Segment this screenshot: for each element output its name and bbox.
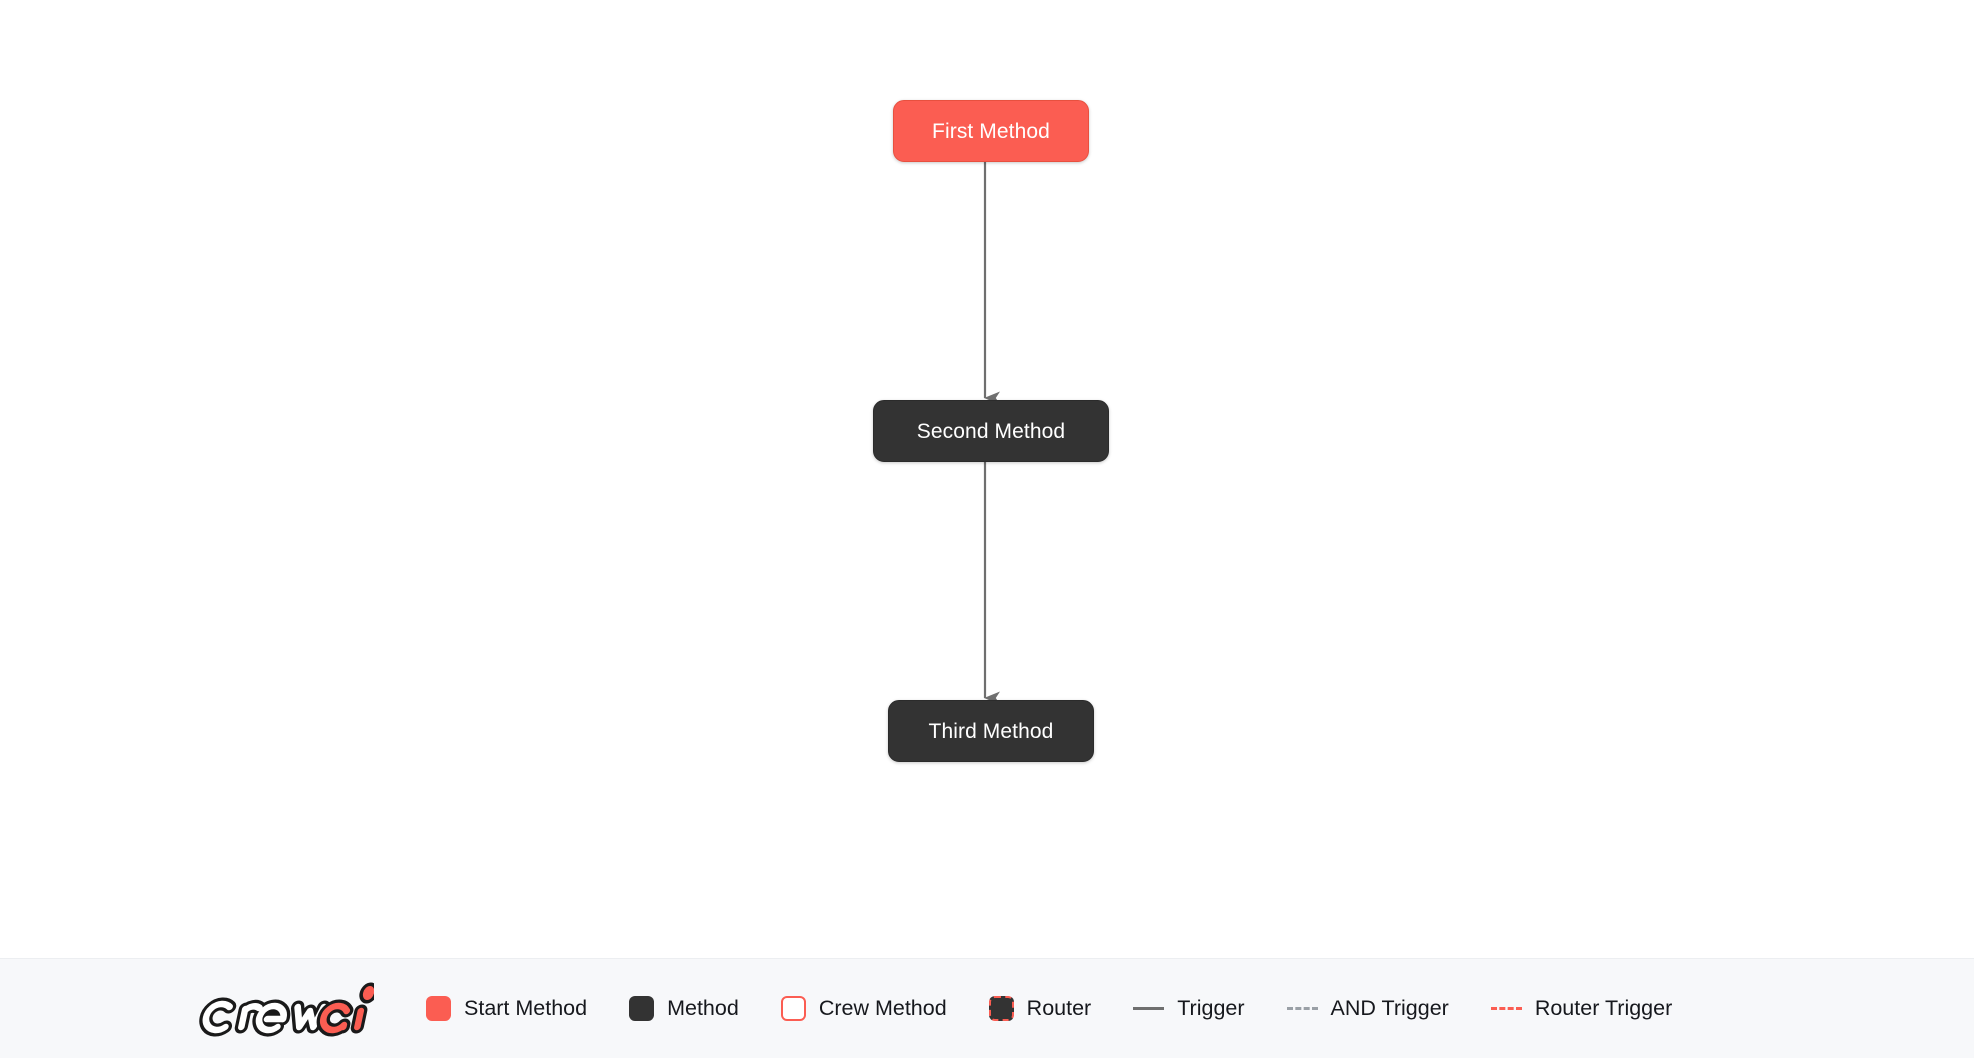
node-second-method[interactable]: Second Method <box>873 400 1109 462</box>
node-label: Third Method <box>928 719 1054 743</box>
legend-label: AND Trigger <box>1330 995 1449 1020</box>
crewai-logo <box>199 982 374 1036</box>
legend-item-crew-method[interactable]: Crew Method <box>780 995 947 1021</box>
trigger-line-icon <box>1133 1007 1165 1010</box>
router-swatch-icon <box>988 996 1014 1021</box>
legend-items: Start Method Method Crew Method Router T… <box>426 996 1672 1021</box>
legend-label: Crew Method <box>818 995 947 1020</box>
legend-label: Router Trigger <box>1534 995 1673 1020</box>
and-trigger-line-icon <box>1286 1007 1318 1010</box>
legend-item-method[interactable]: Method <box>629 996 739 1021</box>
legend-item-trigger[interactable]: Trigger <box>1133 995 1245 1020</box>
node-first-method[interactable]: First Method <box>893 100 1089 162</box>
flow-canvas[interactable]: First Method Second Method Third Method <box>0 0 1974 958</box>
legend-label: Trigger <box>1177 995 1245 1020</box>
node-third-method[interactable]: Third Method <box>888 700 1094 762</box>
legend-item-router[interactable]: Router <box>988 995 1092 1021</box>
legend-item-router-trigger[interactable]: Router Trigger <box>1490 995 1673 1020</box>
legend-label: Method <box>667 995 739 1020</box>
node-label: First Method <box>932 119 1050 143</box>
router-trigger-line-icon <box>1490 1007 1522 1010</box>
node-label: Second Method <box>916 419 1066 443</box>
start-method-swatch-icon <box>426 996 451 1021</box>
legend-label: Start Method <box>464 995 588 1020</box>
crew-method-swatch-icon <box>780 996 806 1021</box>
method-swatch-icon <box>629 996 655 1021</box>
legend-label: Router <box>1026 995 1092 1020</box>
legend-item-start-method[interactable]: Start Method <box>426 996 587 1021</box>
legend-bar: Start Method Method Crew Method Router T… <box>0 958 1974 1058</box>
legend-item-and-trigger[interactable]: AND Trigger <box>1286 995 1449 1020</box>
edge-layer <box>983 162 1000 705</box>
